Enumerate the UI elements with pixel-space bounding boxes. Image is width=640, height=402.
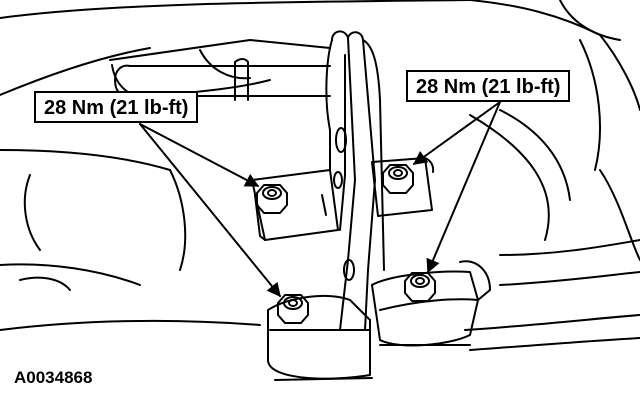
vehicle-frame-lines bbox=[0, 0, 640, 351]
torque-label-right: 28 Nm (21 lb-ft) bbox=[406, 70, 571, 102]
torque-label-left: 28 Nm (21 lb-ft) bbox=[34, 91, 199, 123]
central-bracket bbox=[321, 30, 385, 331]
lower-left-cup bbox=[267, 294, 373, 381]
hex-nut-icon bbox=[256, 164, 436, 324]
leader-arrow-icon bbox=[139, 101, 501, 298]
lower-right-cup bbox=[371, 260, 491, 347]
upper-left-plate bbox=[251, 169, 339, 241]
figure-id: A0034868 bbox=[14, 368, 93, 387]
